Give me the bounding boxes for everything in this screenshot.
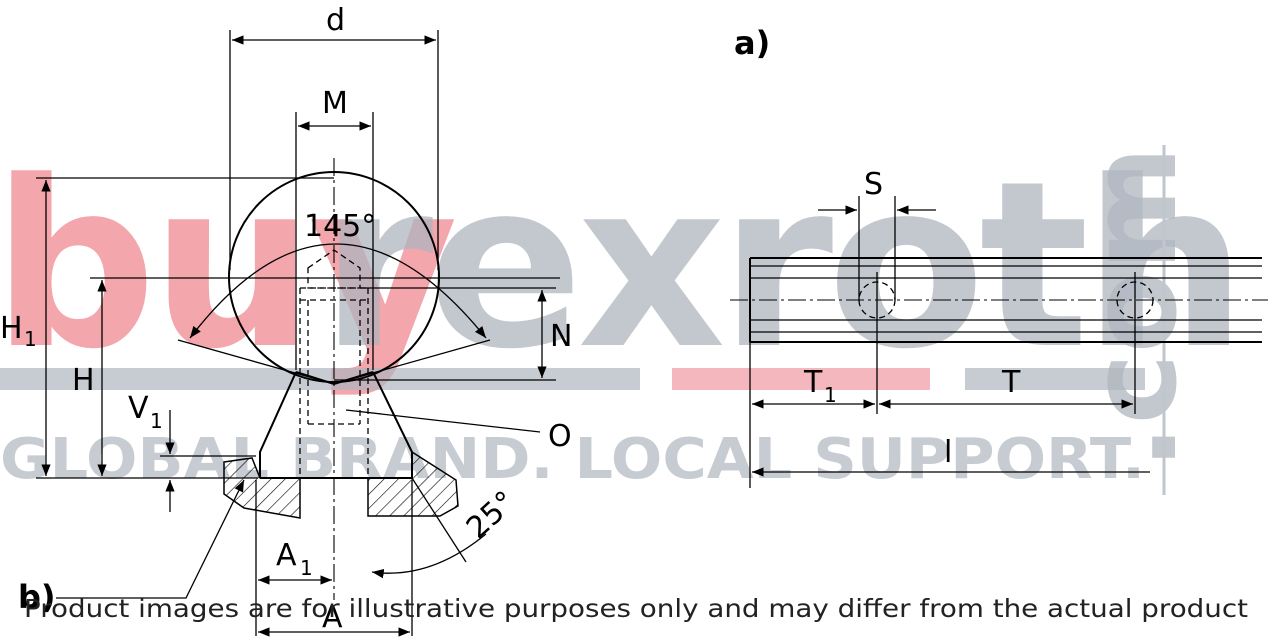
watermark-bar-red [672, 368, 930, 390]
label-panel-a: a) [734, 24, 770, 62]
section-view: d M 145° H 1 [0, 3, 572, 637]
label-S: S [864, 167, 883, 202]
label-angle-145: 145° [304, 209, 376, 244]
label-angle-25: 25° [460, 484, 523, 546]
watermark-bar-gray-right [965, 368, 1145, 390]
label-N: N [550, 319, 572, 354]
label-O: O [548, 419, 572, 454]
label-A1-sub: 1 [300, 556, 313, 580]
label-T: T [1001, 365, 1021, 400]
cone-seat [295, 371, 374, 386]
label-l: l [944, 435, 952, 470]
leader-O [345, 409, 541, 433]
label-V1-sub: 1 [150, 409, 163, 433]
label-d: d [326, 3, 345, 38]
watermark: buy rexroth .com GLOBAL BRAND. LOCAL SUP… [0, 133, 1247, 495]
label-H: H [72, 363, 95, 398]
watermark-slogan: GLOBAL BRAND. LOCAL SUPPORT. [0, 427, 1145, 492]
label-V1: V [128, 391, 149, 426]
label-H1-sub: 1 [24, 327, 37, 351]
label-H1: H [0, 311, 23, 346]
label-A: A [322, 600, 343, 635]
label-M: M [322, 86, 348, 121]
rail-view: a) S T 1 T l [730, 24, 1268, 488]
label-T1-sub: 1 [824, 383, 837, 407]
label-A1: A [276, 538, 297, 573]
label-T1: T [803, 365, 823, 400]
label-panel-b: b) [18, 578, 56, 616]
hatch-left [223, 457, 301, 519]
angle-25-arc [371, 533, 487, 579]
hatch-right [367, 450, 459, 517]
disclaimer-text: Product images are for illustrative purp… [24, 594, 1248, 623]
cone-left-edge [259, 371, 297, 478]
angle-145-arc [189, 243, 487, 339]
leader-b [56, 479, 245, 599]
